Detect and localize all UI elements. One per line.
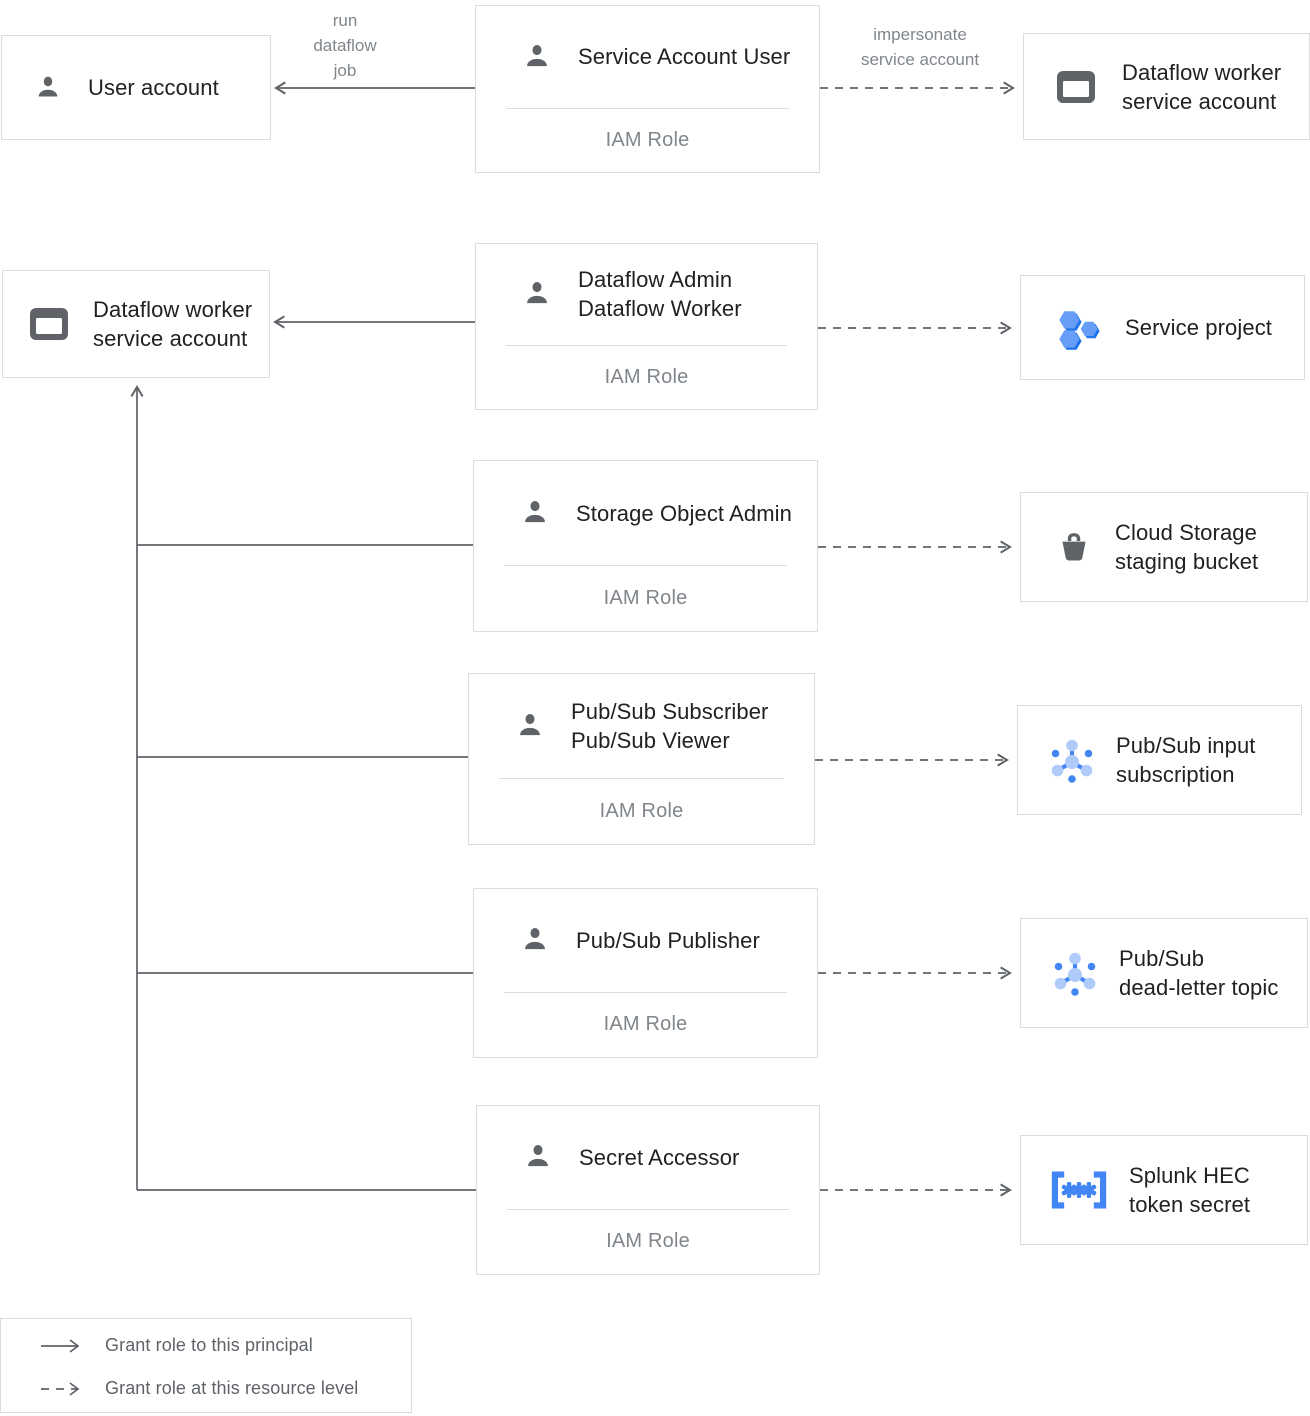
secret-icon	[1047, 1169, 1111, 1211]
person-icon	[520, 277, 554, 311]
node-dataflow-admin-worker: Dataflow Admin Dataflow Worker IAM Role	[475, 243, 818, 410]
node-title: Cloud Storage staging bucket	[1115, 520, 1259, 574]
person-icon	[518, 496, 552, 530]
iam-role-label: IAM Role	[603, 587, 688, 609]
legend-item-dashed: Grant role at this resource level	[1, 1367, 411, 1410]
node-service-project: Service project	[1020, 275, 1305, 380]
legend: Grant role to this principal Grant role …	[0, 1318, 412, 1413]
node-title: Dataflow worker service account	[93, 297, 253, 351]
edge-label-impersonate-service-account: impersonate service account	[860, 25, 980, 69]
iam-role-label: IAM Role	[603, 1013, 688, 1036]
project-hexagons-icon	[1055, 305, 1101, 351]
service-account-icon	[29, 307, 69, 341]
divider	[506, 107, 789, 109]
node-dataflow-worker-service-account-left: Dataflow worker service account	[2, 270, 270, 378]
node-title: Dataflow worker service account	[1122, 59, 1282, 114]
node-pubsub-subscriber-viewer: Pub/Sub Subscriber Pub/Sub Viewer IAM Ro…	[468, 673, 815, 845]
node-dataflow-worker-service-account-top: Dataflow worker service account	[1023, 33, 1310, 140]
divider	[507, 1208, 789, 1210]
node-cloud-storage-staging-bucket: Cloud Storage staging bucket	[1020, 492, 1308, 602]
person-icon	[32, 72, 64, 104]
node-title: Service project	[1125, 315, 1273, 340]
node-title: Pub/Sub Subscriber Pub/Sub Viewer	[571, 699, 769, 753]
divider	[506, 344, 787, 346]
divider	[504, 565, 787, 566]
solid-arrow-icon	[39, 1336, 87, 1356]
person-icon	[513, 709, 547, 743]
node-title: Pub/Sub dead-letter topic	[1119, 946, 1279, 1000]
pubsub-icon	[1048, 736, 1096, 784]
node-pubsub-input-subscription: Pub/Sub input subscription	[1017, 705, 1302, 815]
legend-label: Grant role to this principal	[105, 1335, 313, 1355]
person-icon	[518, 923, 552, 957]
node-storage-object-admin: Storage Object Admin IAM Role	[473, 460, 818, 632]
iam-role-label: IAM Role	[599, 800, 684, 822]
dashed-arrow-icon	[39, 1379, 87, 1399]
node-title: Pub/Sub Publisher	[576, 927, 760, 953]
node-secret-accessor: Secret Accessor IAM Role	[476, 1105, 820, 1275]
node-title: User account	[88, 75, 219, 100]
node-splunk-hec-token-secret: Splunk HEC token secret	[1020, 1135, 1308, 1245]
edge-label-run-dataflow-job: run dataflow job	[313, 11, 377, 80]
divider	[499, 778, 784, 779]
node-title: Secret Accessor	[579, 1144, 740, 1170]
legend-item-solid: Grant role to this principal	[1, 1324, 411, 1367]
node-service-account-user: Service Account User IAM Role	[475, 5, 820, 173]
node-pubsub-dead-letter-topic: Pub/Sub dead-letter topic	[1020, 918, 1308, 1028]
legend-label: Grant role at this resource level	[105, 1378, 359, 1398]
iam-role-label: IAM Role	[604, 365, 689, 388]
iam-role-label: IAM Role	[605, 128, 690, 151]
person-icon	[520, 40, 554, 74]
pubsub-icon	[1051, 949, 1099, 997]
node-title: Dataflow Admin Dataflow Worker	[578, 267, 742, 322]
person-icon	[521, 1140, 555, 1174]
node-user-account: User account	[1, 35, 271, 140]
iam-role-label: IAM Role	[606, 1230, 690, 1253]
storage-bucket-icon	[1055, 528, 1093, 566]
service-account-icon	[1056, 70, 1096, 104]
node-title: Storage Object Admin	[576, 500, 793, 526]
divider	[504, 991, 787, 993]
node-title: Splunk HEC token secret	[1129, 1163, 1251, 1217]
node-title: Pub/Sub input subscription	[1116, 733, 1256, 787]
node-pubsub-publisher: Pub/Sub Publisher IAM Role	[473, 888, 818, 1058]
node-title: Service Account User	[578, 44, 791, 70]
